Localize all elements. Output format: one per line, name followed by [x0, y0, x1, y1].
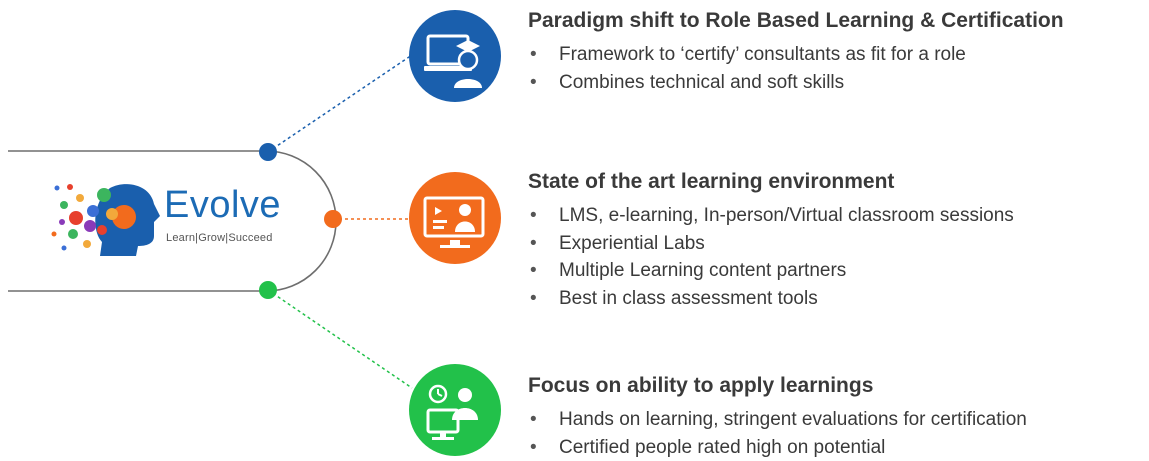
evolve-logo-icon — [52, 184, 161, 256]
connector-line-blue — [268, 55, 412, 152]
logo-wordmark: Evolve — [164, 184, 281, 227]
bullet-item: Best in class assessment tools — [528, 285, 1014, 313]
connector-dot-orange — [324, 210, 342, 228]
logo-tagline: Learn|Grow|Succeed — [166, 232, 273, 244]
bullet-item: LMS, e-learning, In-person/Virtual class… — [528, 202, 1014, 230]
section-apply-learnings: Focus on ability to apply learnings Hand… — [528, 374, 1027, 461]
section-role-based-learning: Paradigm shift to Role Based Learning & … — [528, 9, 1064, 96]
bullet-item: Multiple Learning content partners — [528, 257, 1014, 285]
bullet-list: Hands on learning, stringent evaluations… — [528, 406, 1027, 461]
bullet-item: Experiential Labs — [528, 230, 1014, 258]
section-title: State of the art learning environment — [528, 170, 1014, 194]
video-classroom-icon — [409, 172, 501, 264]
connector-line-green — [268, 290, 412, 388]
connector-dot-blue — [259, 143, 277, 161]
bullet-item: Combines technical and soft skills — [528, 69, 1064, 97]
graduate-at-computer-icon — [409, 10, 501, 102]
bullet-item: Hands on learning, stringent evaluations… — [528, 406, 1027, 434]
section-learning-environment: State of the art learning environment LM… — [528, 170, 1014, 312]
bullet-item: Certified people rated high on potential — [528, 434, 1027, 461]
hands-on-workstation-icon — [409, 364, 501, 456]
bullet-list: LMS, e-learning, In-person/Virtual class… — [528, 202, 1014, 312]
bullet-item: Framework to ‘certify’ consultants as fi… — [528, 41, 1064, 69]
section-title: Paradigm shift to Role Based Learning & … — [528, 9, 1064, 33]
bullet-list: Framework to ‘certify’ consultants as fi… — [528, 41, 1064, 96]
section-title: Focus on ability to apply learnings — [528, 374, 1027, 398]
connector-dot-green — [259, 281, 277, 299]
